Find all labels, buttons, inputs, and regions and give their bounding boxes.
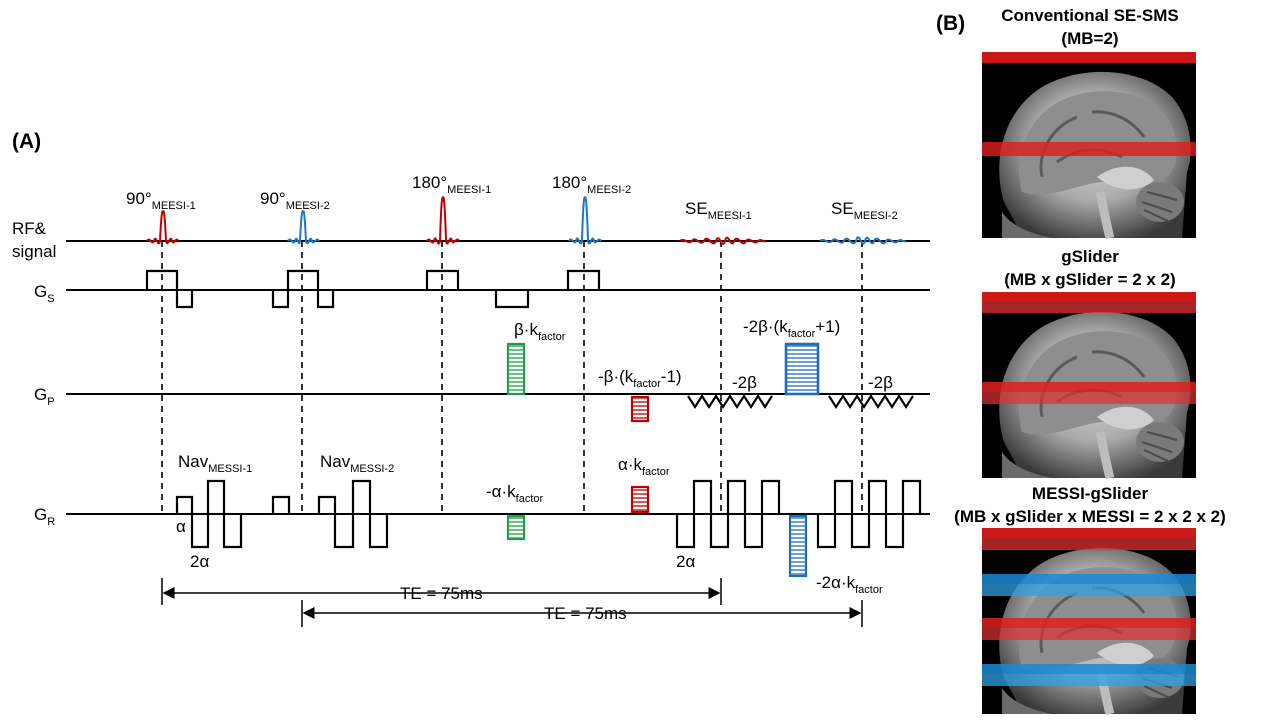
label-minus-2beta-b: -2β — [868, 373, 893, 392]
mri-image-conventional — [982, 52, 1196, 238]
label-minus-2alpha-k: -2α·kfactor — [816, 573, 883, 596]
label-minus-beta-k: -β·(kfactor-1) — [598, 367, 682, 390]
gr-blip-alpha — [630, 485, 650, 514]
nav-label-1: NavMESSI-1 — [178, 452, 252, 475]
label-alpha: α — [176, 517, 186, 536]
rf-pulse-180-2 — [568, 196, 602, 245]
label-minus-alpha-k: -α·kfactor — [486, 482, 544, 505]
rf-pulse-180-1 — [426, 196, 460, 245]
slab-red-2a — [982, 618, 1196, 628]
mri-image-gslider — [982, 292, 1196, 478]
panel-b-title-1-line1: Conventional SE-SMS — [1001, 6, 1179, 25]
label-minus-2beta-k: -2β·(kfactor+1) — [743, 317, 840, 340]
slab-red-1a — [982, 528, 1196, 538]
gr-readout-echo-1 — [675, 479, 781, 549]
te-label-1: TE = 75ms — [400, 584, 483, 603]
rf-axis-label-line2: signal — [12, 242, 56, 261]
panel-b-title-3-line2: (MB x gSlider x MESSI = 2 x 2 x 2) — [954, 507, 1226, 526]
echo-signal-se-2 — [819, 236, 907, 245]
label-alpha-k: α·kfactor — [618, 455, 670, 478]
echo-label-se-2: SEMEESI-2 — [831, 199, 898, 222]
slab-red-top — [982, 52, 1196, 63]
gs-rewinder — [494, 290, 530, 309]
slab-blue-2b — [982, 674, 1196, 686]
slab-red-mid — [982, 142, 1196, 156]
rf-label-90-1: 90°MEESI-1 — [126, 189, 196, 212]
rf-label-90-2: 90°MEESI-2 — [260, 189, 330, 212]
panel-b-title-2-line1: gSlider — [1061, 247, 1119, 266]
slab-red-top-a — [982, 292, 1196, 302]
panel-b-title-3-line1: MESSI-gSlider — [1032, 484, 1149, 503]
slab-red-mid-a — [982, 382, 1196, 392]
panel-a-label: (A) — [12, 130, 41, 153]
gs-slice-select-180-1 — [425, 269, 460, 290]
gr-blip-minus-alpha — [506, 514, 526, 541]
gr-readout-echo-2 — [816, 479, 922, 549]
label-2alpha-b: 2α — [676, 552, 695, 571]
gp-axis-label: GP — [34, 385, 55, 408]
slab-red-mid-b — [982, 392, 1196, 404]
mri-image-messi-gslider — [982, 528, 1196, 714]
echo-label-se-1: SEMEESI-1 — [685, 199, 752, 222]
label-2alpha-a: 2α — [190, 552, 209, 571]
panel-b-title-2-line2: (MB x gSlider = 2 x 2) — [1004, 270, 1175, 289]
label-minus-2beta-a: -2β — [732, 373, 757, 392]
gr-navigator-2 — [317, 479, 389, 549]
slab-red-1b — [982, 538, 1196, 550]
gs-axis-label: GS — [34, 282, 55, 305]
gp-blips-echo-2 — [828, 393, 914, 410]
gp-phase-blip-minus-2beta — [784, 342, 820, 396]
gr-navigator-1 — [175, 479, 243, 549]
gs-slice-select-90-1 — [145, 269, 194, 309]
rf-pulse-90-2 — [287, 210, 320, 245]
rf-pulse-90-1 — [146, 210, 179, 245]
slab-blue-2a — [982, 664, 1196, 674]
gp-phase-blip-minus-beta — [630, 395, 650, 423]
rf-label-180-1: 180°MEESI-1 — [412, 173, 491, 196]
label-beta-k: β·kfactor — [514, 320, 566, 343]
echo-signal-se-1 — [679, 236, 767, 245]
slab-blue-1b — [982, 584, 1196, 596]
panel-b-label: (B) — [936, 12, 965, 35]
gp-blips-echo-1 — [687, 393, 773, 410]
slab-blue-1a — [982, 574, 1196, 584]
slab-red-2b — [982, 628, 1196, 640]
panel-b-title-1-line2: (MB=2) — [1061, 29, 1118, 48]
gr-blip-minus-2alpha — [788, 514, 808, 578]
slab-red-top-b — [982, 302, 1196, 313]
rf-axis-label-line1: RF& — [12, 219, 47, 238]
gs-slice-select-180-2 — [566, 269, 601, 290]
rf-label-180-2: 180°MEESI-2 — [552, 173, 631, 196]
nav-label-2: NavMESSI-2 — [320, 452, 394, 475]
gs-slice-select-90-2 — [271, 269, 335, 309]
te-label-2: TE = 75ms — [544, 604, 627, 623]
gr-axis-label: GR — [34, 505, 55, 528]
gr-prephaser-2 — [271, 495, 291, 514]
gp-phase-blip-beta — [506, 342, 526, 396]
